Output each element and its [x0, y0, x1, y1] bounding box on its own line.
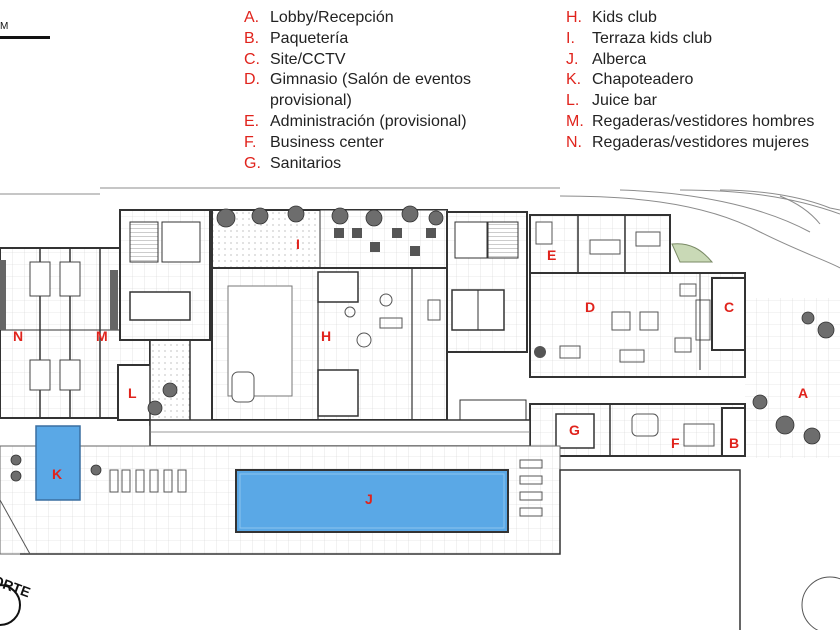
legend-letter: K. — [566, 71, 582, 89]
legend-letter: N. — [566, 133, 582, 151]
legend-item-kids-club: H. Kids club — [566, 8, 814, 29]
legend-text: Regaderas/vestidores hombres — [592, 112, 815, 130]
legend-item-site-cctv: C. Site/CCTV — [244, 50, 471, 71]
label-f: F — [671, 435, 680, 451]
legend-text: Regaderas/vestidores mujeres — [592, 133, 809, 151]
scale-bar-label: M — [0, 21, 9, 32]
legend-text: Terraza kids club — [592, 29, 713, 47]
label-k: K — [52, 466, 62, 482]
legend-letter: F. — [244, 133, 257, 151]
service-block — [529, 403, 746, 457]
legend-letter: A. — [244, 9, 260, 26]
label-n: N — [13, 328, 23, 344]
legend-letter: D. — [244, 71, 260, 89]
legend-item-paqueteria: B. Paquetería — [244, 29, 471, 50]
legend-letter: M. — [566, 112, 584, 130]
palm-trees — [10, 205, 835, 482]
legend-column-2: H. Kids club I. Terraza kids club J. Alb… — [566, 8, 814, 154]
label-b: B — [729, 435, 739, 451]
kids-club-room — [211, 267, 448, 421]
legend-text: Chapoteadero — [592, 71, 694, 89]
legend-letter: H. — [566, 9, 582, 26]
legend-letter: J. — [566, 50, 579, 68]
legend-item-lobby: A. Lobby/Recepción — [244, 8, 471, 29]
label-g: G — [569, 422, 580, 438]
site-context-lines — [0, 187, 840, 269]
legend-text: Alberca — [592, 50, 647, 68]
kiddie-pool — [35, 425, 81, 501]
swimming-pool — [235, 469, 509, 533]
legend-text: Business center — [270, 133, 384, 151]
label-m: M — [96, 328, 108, 344]
architectural-floor-plan: A B C D E F G H I J K L M N — [0, 187, 840, 630]
legend-item-regaderas-hombres: M. Regaderas/vestidores hombres — [566, 112, 814, 133]
administration-block — [529, 214, 671, 274]
legend-text: Juice bar — [592, 92, 657, 110]
legend-item-terraza-kids-club: I. Terraza kids club — [566, 29, 814, 50]
label-d: D — [585, 299, 595, 315]
planting-bed — [671, 243, 714, 263]
north-arrow-icon — [0, 584, 21, 626]
legend-column-1: A. Lobby/Recepción B. Paquetería C. Site… — [244, 8, 471, 174]
label-h: H — [321, 328, 331, 344]
circulation-corridor — [149, 419, 531, 447]
legend-letter: G. — [244, 154, 261, 172]
legend-item-chapoteadero: K. Chapoteadero — [566, 70, 814, 91]
legend-item-sanitarios: G. Sanitarios — [244, 154, 471, 175]
west-core — [119, 209, 211, 341]
legend-letter: L. — [566, 92, 580, 110]
legend-item-business-center: F. Business center — [244, 133, 471, 154]
lounge-chairs — [109, 459, 543, 517]
legend-text: Site/CCTV — [270, 50, 346, 68]
label-c: C — [724, 299, 734, 315]
legend-letter: E. — [244, 112, 260, 130]
legend-text: Kids club — [592, 9, 657, 26]
legend-item-administracion: E. Administración (provisional) — [244, 112, 471, 133]
legend-text: Lobby/Recepción — [270, 9, 394, 26]
legend-text: Administración (provisional) — [270, 112, 467, 130]
east-core — [446, 211, 528, 421]
site-cctv-room — [711, 277, 746, 351]
label-i: I — [296, 236, 300, 252]
legend-text: Gimnasio (Salón de eventos provisional) — [270, 71, 471, 110]
ramp-edge — [0, 499, 31, 555]
label-e: E — [547, 247, 556, 263]
legend-text: Paquetería — [270, 29, 349, 47]
scale-bar — [0, 36, 50, 39]
legend-item-regaderas-mujeres: N. Regaderas/vestidores mujeres — [566, 133, 814, 154]
label-j: J — [365, 491, 373, 507]
legend-letter: C. — [244, 50, 260, 68]
building-outline — [20, 469, 741, 630]
legend-text: Sanitarios — [270, 154, 342, 172]
legend-item-juice-bar: L. Juice bar — [566, 91, 814, 112]
legend-letter: I. — [566, 29, 575, 47]
label-a: A — [798, 385, 808, 401]
site-circle — [801, 576, 840, 630]
legend-item-gimnasio: D. Gimnasio (Salón de eventos provisiona… — [244, 70, 471, 112]
legend-letter: B. — [244, 29, 260, 47]
gym-room — [529, 272, 746, 378]
label-l: L — [128, 385, 137, 401]
legend-item-alberca: J. Alberca — [566, 50, 814, 71]
